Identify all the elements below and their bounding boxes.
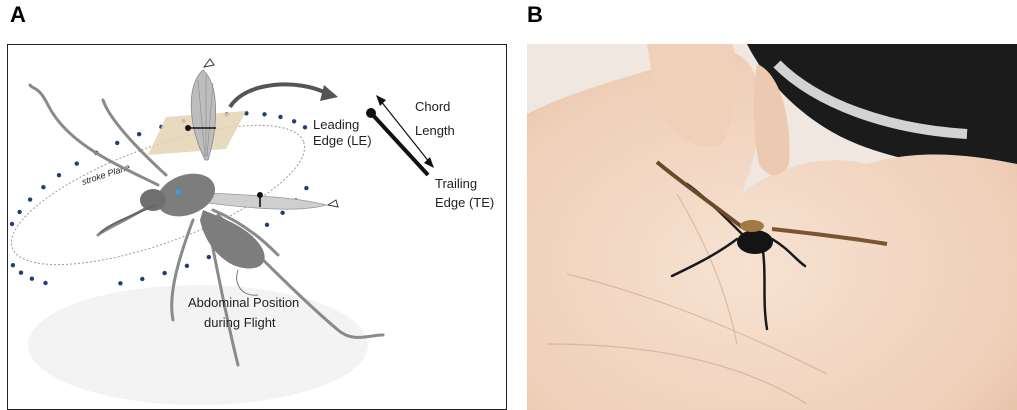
wing-tip-marker-right <box>328 200 338 207</box>
trajectory-dot <box>292 119 296 123</box>
trajectory-dot <box>43 281 47 285</box>
leading-edge-label-1: Leading <box>313 117 359 132</box>
panel-a-letter: A <box>10 2 26 28</box>
trajectory-dot <box>57 173 61 177</box>
trajectory-dot <box>118 281 122 285</box>
leading-edge-label-2: Edge (LE) <box>313 133 372 148</box>
trajectory-dot <box>75 161 79 165</box>
trajectory-dot <box>262 112 266 116</box>
chord-arrow-head-top <box>376 95 386 106</box>
chord-label-1: Chord <box>415 99 450 114</box>
trajectory-dot <box>303 125 307 129</box>
trailing-edge-label-1: Trailing <box>435 176 477 191</box>
trajectory-dot <box>137 132 141 136</box>
trajectory-dot <box>10 222 14 226</box>
trajectory-dot <box>30 277 34 281</box>
trajectory-dot <box>11 263 15 267</box>
panel-a-schematic: stroke Plane <box>7 44 507 410</box>
trajectory-dot <box>280 211 284 215</box>
trajectory-dot <box>41 185 45 189</box>
wing-tip-marker-top <box>204 59 214 67</box>
trajectory-dot <box>17 210 21 214</box>
rotation-arrow <box>230 84 326 107</box>
trajectory-dot <box>185 264 189 268</box>
trajectory-dot <box>162 271 166 275</box>
upper-chord-dot <box>185 125 191 131</box>
stroke-plane-label: stroke Plane <box>81 162 132 187</box>
mosquito-schematic: stroke Plane <box>8 45 505 408</box>
abdominal-label-1: Abdominal Position <box>188 295 299 310</box>
lower-wing <box>208 193 326 209</box>
mosquito-on-palm-photo <box>527 44 1017 410</box>
chord-label-2: Length <box>415 123 455 138</box>
trajectory-dot <box>115 141 119 145</box>
trajectory-dot <box>207 255 211 259</box>
abdominal-label-2: during Flight <box>204 315 276 330</box>
trajectory-dot <box>140 277 144 281</box>
trajectory-dot <box>265 223 269 227</box>
panel-b-photo <box>527 44 1017 410</box>
trajectory-dot <box>28 197 32 201</box>
trajectory-dot <box>19 271 23 275</box>
trajectory-dot <box>278 115 282 119</box>
trajectory-dot <box>304 186 308 190</box>
head <box>140 189 166 211</box>
rotation-arrow-head <box>320 85 338 101</box>
panel-b-letter: B <box>527 2 543 28</box>
trailing-edge-label-2: Edge (TE) <box>435 195 494 210</box>
leading-edge-dot <box>366 108 376 118</box>
chord-arrow-head-bottom <box>424 157 434 168</box>
center-of-mass-dot <box>175 189 181 195</box>
photo-mosquito-thorax <box>740 220 764 232</box>
photo-mosquito-body <box>737 230 773 254</box>
lower-chord-dot <box>257 192 263 198</box>
